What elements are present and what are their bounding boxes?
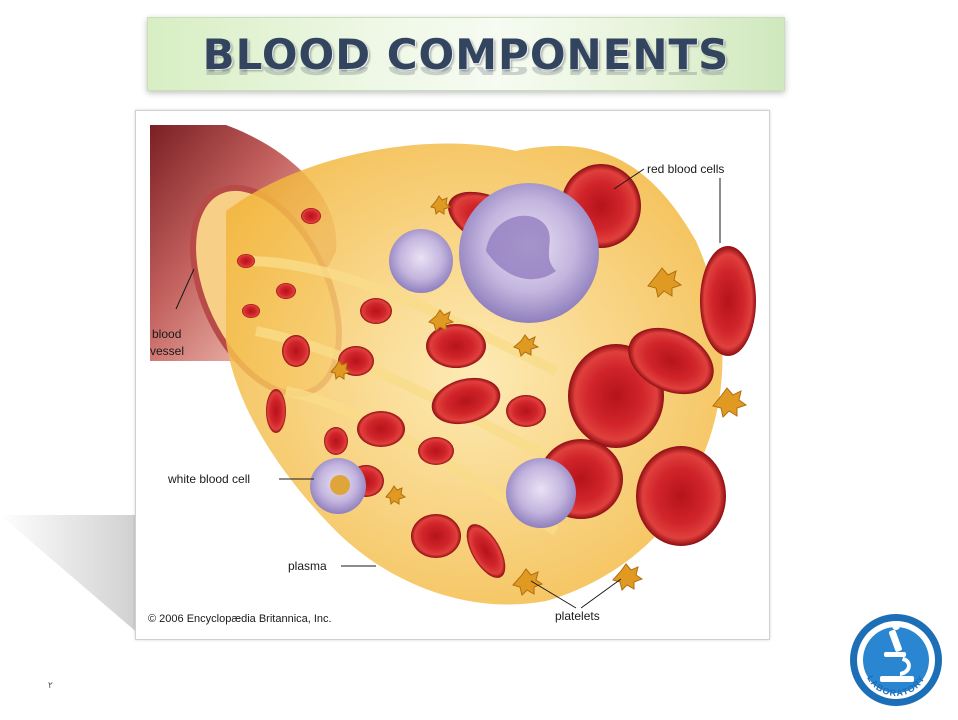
label-plasma: plasma (288, 559, 327, 573)
decorative-shadow (0, 515, 140, 635)
red-blood-cell (700, 246, 756, 356)
slide-title: BLOOD COMPONENTS (202, 30, 730, 79)
red-blood-cell (628, 327, 714, 395)
red-blood-cell (418, 437, 454, 465)
red-blood-cell (301, 208, 321, 224)
label-blood-vessel-line2: vessel (150, 344, 185, 358)
platelet (513, 334, 540, 357)
white-blood-cell-group (310, 183, 599, 528)
platelet (512, 568, 544, 596)
white-blood-cell-nucleus (330, 475, 350, 495)
red-blood-cell (282, 335, 310, 367)
red-blood-cell (431, 377, 501, 425)
red-blood-cell (506, 395, 546, 427)
diagram-illustration (150, 125, 756, 609)
white-blood-cell (506, 458, 576, 528)
platelet (430, 195, 452, 216)
title-banner: BLOOD COMPONENTS BLOOD COMPONENTS (147, 17, 785, 91)
label-white-blood-cell: white blood cell (168, 472, 251, 486)
red-blood-cell (338, 346, 374, 376)
platelet (385, 485, 407, 506)
white-blood-cell-nucleus (486, 215, 556, 280)
leader-line-red-blood-cells (613, 168, 645, 190)
red-blood-cell (360, 298, 392, 324)
copyright-notice: © 2006 Encyclopædia Britannica, Inc. (148, 613, 332, 625)
red-blood-cell (266, 389, 286, 433)
red-blood-cell (426, 324, 486, 368)
platelet (330, 360, 352, 381)
leader-line-platelets (530, 580, 577, 609)
red-blood-cell (324, 427, 348, 455)
laboratory-logo: LABORATORY (850, 614, 942, 706)
label-platelets: platelets (555, 609, 600, 623)
platelet (428, 309, 455, 332)
platelet (712, 387, 748, 418)
platelet (612, 563, 644, 591)
blood-components-diagram: red blood cells blood vessel white blood… (135, 110, 770, 640)
leader-lines (175, 168, 721, 609)
red-blood-cell (466, 524, 506, 578)
leader-line-blood-vessel (175, 268, 195, 310)
red-blood-cell (636, 446, 726, 546)
leader-line-platelets (580, 578, 622, 609)
microscope-icon (880, 622, 914, 682)
slide-number: ٢ (48, 680, 53, 690)
slide-title-reflection: BLOOD COMPONENTS (148, 67, 784, 78)
red-blood-cell (276, 283, 296, 299)
red-blood-cell (237, 254, 255, 268)
label-blood-vessel-line1: blood (152, 327, 182, 341)
red-blood-cell (411, 514, 461, 558)
red-blood-cell (242, 304, 260, 318)
white-blood-cell (389, 229, 453, 293)
platelet-group (330, 195, 748, 596)
platelet (647, 267, 683, 298)
label-red-blood-cells: red blood cells (647, 162, 725, 176)
red-blood-cell (357, 411, 405, 447)
